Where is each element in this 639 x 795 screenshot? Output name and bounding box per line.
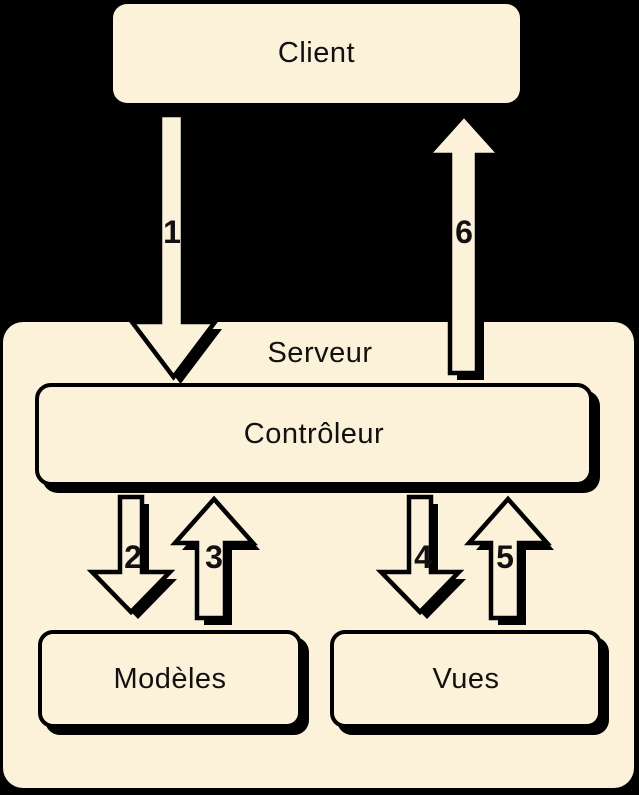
models-label: Modèles bbox=[113, 662, 227, 695]
arrow-5-number: 5 bbox=[496, 539, 514, 575]
client-label: Client bbox=[277, 37, 356, 69]
server-label: Serveur bbox=[267, 336, 373, 369]
arrow-6-number: 6 bbox=[455, 214, 473, 250]
arrow-3-number: 3 bbox=[205, 539, 223, 575]
views-box: Vues bbox=[330, 630, 602, 728]
arrow-2-number: 2 bbox=[124, 539, 142, 575]
views-label: Vues bbox=[432, 662, 500, 695]
client-box: Client bbox=[113, 4, 520, 103]
arrow-1-number: 1 bbox=[163, 214, 181, 250]
arrow-4-number: 4 bbox=[414, 539, 432, 575]
arrow-up-3-icon bbox=[170, 495, 260, 625]
controller-box: Contrôleur bbox=[35, 383, 593, 486]
arrow-down-2-icon bbox=[86, 494, 177, 619]
arrow-down-1-icon bbox=[127, 112, 222, 384]
models-box: Modèles bbox=[38, 630, 302, 728]
arrow-up-5-icon bbox=[464, 495, 554, 625]
arrow-up-6-icon bbox=[422, 111, 507, 380]
arrow-down-4-icon bbox=[375, 494, 466, 619]
controller-label: Contrôleur bbox=[243, 418, 385, 450]
